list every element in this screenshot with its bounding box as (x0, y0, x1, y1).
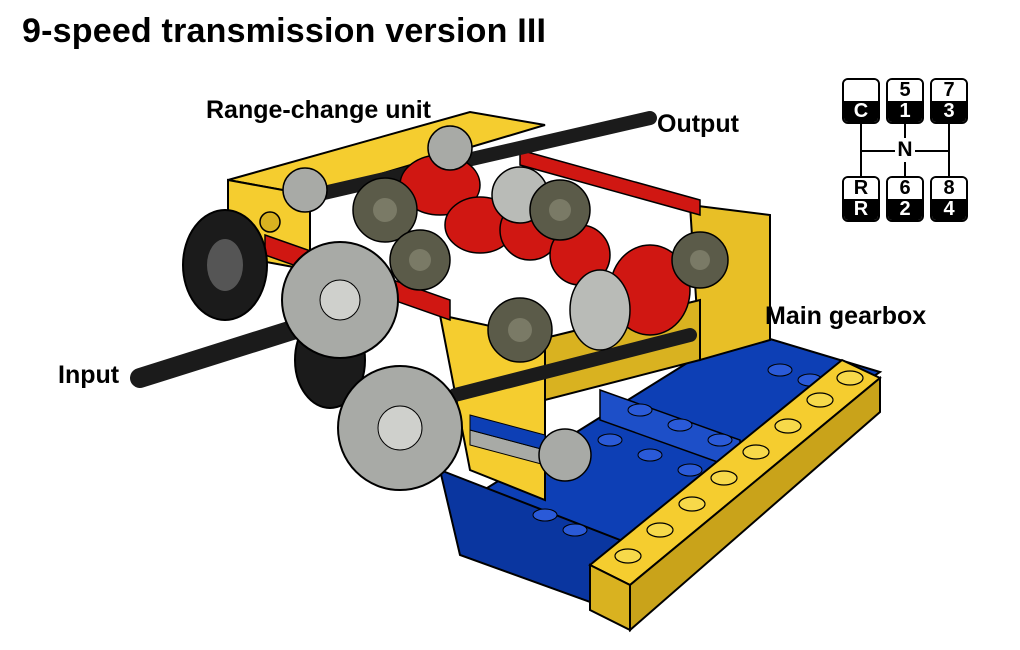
page-title: 9-speed transmission version III (22, 12, 547, 50)
shift-cell-top: 7 (932, 80, 966, 101)
shift-cell-top: R (844, 178, 878, 199)
shift-cell-6-2: 6 2 (886, 176, 924, 222)
shift-cell-bottom: 3 (932, 101, 966, 122)
shift-neutral: N (895, 138, 915, 162)
shift-cell-top: 8 (932, 178, 966, 199)
shift-gate-left (860, 124, 862, 178)
shift-cell-bottom: C (844, 101, 878, 122)
main-gearbox-label: Main gearbox (765, 302, 927, 330)
input-label: Input (58, 361, 120, 389)
gears (182, 125, 729, 491)
shift-cell-bottom: 2 (888, 199, 922, 220)
shift-cell-top (844, 80, 878, 101)
range-change-unit-label: Range-change unit (206, 96, 432, 124)
shift-cell-top: 5 (888, 80, 922, 101)
shift-cell-bottom: 4 (932, 199, 966, 220)
shift-cell-c: C (842, 78, 880, 124)
output-label: Output (657, 110, 739, 138)
shift-cell-bottom: R (844, 199, 878, 220)
shift-cell-7-3: 7 3 (930, 78, 968, 124)
base-frame (438, 328, 883, 633)
shift-cell-bottom: 1 (888, 101, 922, 122)
shift-cell-r: R R (842, 176, 880, 222)
shift-cell-5-1: 5 1 (886, 78, 924, 124)
shift-cell-top: 6 (888, 178, 922, 199)
shift-pattern: C 5 1 7 3 N R R 6 2 8 4 (840, 78, 970, 228)
shift-gate-right (948, 124, 950, 178)
shift-cell-8-4: 8 4 (930, 176, 968, 222)
